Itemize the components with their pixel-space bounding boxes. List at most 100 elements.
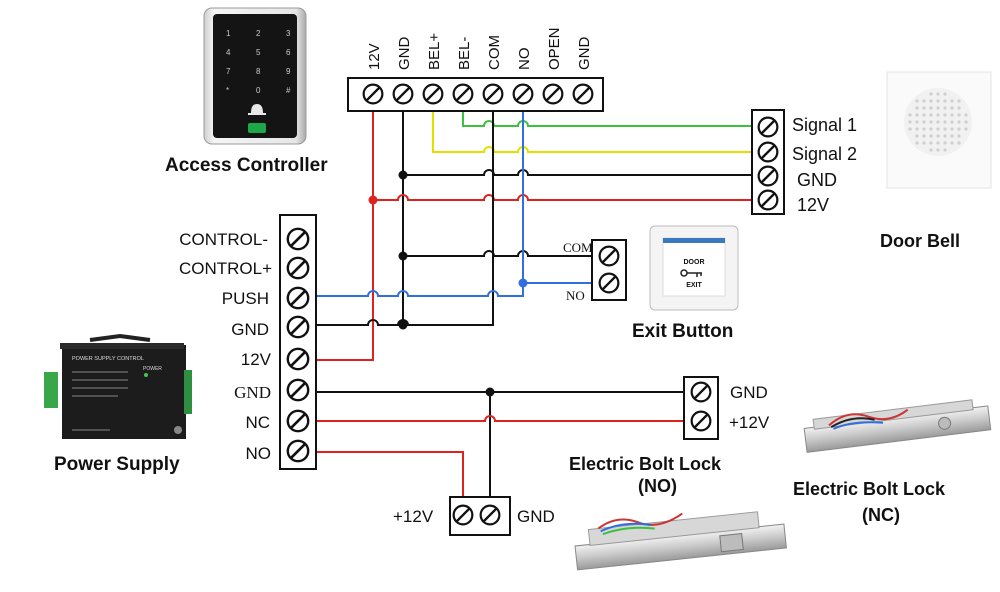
key-label: * xyxy=(226,86,229,95)
speaker-hole xyxy=(915,127,919,131)
speaker-hole xyxy=(922,127,926,131)
speaker-hole xyxy=(943,113,947,117)
screw-icon xyxy=(757,165,779,187)
speaker-hole xyxy=(950,134,954,138)
speaker-hole xyxy=(929,92,933,96)
speaker-hole xyxy=(950,113,954,117)
speaker-hole xyxy=(964,113,968,117)
exit-button-terminal-block: COM NO xyxy=(563,239,627,303)
speaker-hole xyxy=(957,113,961,117)
speaker-hole xyxy=(943,99,947,103)
key-label: # xyxy=(286,86,291,95)
screw-icon xyxy=(479,504,501,526)
speaker-hole xyxy=(908,113,912,117)
speaker-hole xyxy=(936,120,940,124)
speaker-hole xyxy=(929,113,933,117)
screw-icon xyxy=(512,83,534,105)
power-supply-device: POWER SUPPLY CONTROL POWER xyxy=(44,333,192,439)
screw-icon xyxy=(286,227,310,251)
lock-no-device xyxy=(574,511,787,571)
wire-gnd-doorbell xyxy=(403,169,752,176)
psu-label-gnd: GND xyxy=(231,320,269,339)
speaker-hole xyxy=(922,113,926,117)
speaker-hole xyxy=(957,99,961,103)
speaker-hole xyxy=(915,120,919,124)
terminal-label-com: COM xyxy=(486,35,503,70)
screw-icon xyxy=(362,83,384,105)
screw-icon xyxy=(286,439,310,463)
lock-no-label-gnd: GND xyxy=(517,507,555,526)
doorbell-label-gnd: GND xyxy=(797,170,837,190)
screw-icon xyxy=(286,409,310,433)
speaker-hole xyxy=(936,127,940,131)
key-label: 7 xyxy=(226,67,231,76)
wire-psu-no-lock xyxy=(317,451,464,497)
psu-label-control-plus: CONTROL+ xyxy=(179,259,272,278)
wires xyxy=(317,108,752,497)
speaker-hole xyxy=(915,134,919,138)
speaker-hole xyxy=(964,127,968,131)
wire-12v-doorbell xyxy=(373,194,752,201)
terminal-label-bel-plus: BEL+ xyxy=(426,33,443,70)
speaker-hole xyxy=(936,134,940,138)
screw-icon xyxy=(286,315,310,339)
psu-label-gnd-2: GND xyxy=(234,383,271,402)
psu-device-power: POWER xyxy=(143,366,162,372)
access-controller-keypad: 1 2 3 4 5 6 7 8 9 * 0 # xyxy=(203,7,307,145)
lock-no-title-line1: Electric Bolt Lock xyxy=(569,454,722,474)
terminal-label-gnd: GND xyxy=(396,37,413,71)
speaker-hole xyxy=(929,134,933,138)
key-label: 9 xyxy=(286,67,291,76)
key-icon xyxy=(680,269,702,277)
speaker-hole xyxy=(957,141,961,145)
exit-label-no: NO xyxy=(566,288,585,303)
lock-no-label-12v: +12V xyxy=(393,507,434,526)
terminal-label-gnd-2: GND xyxy=(576,37,593,71)
doorbell-label-12v: 12V xyxy=(797,195,829,215)
screw-icon xyxy=(422,83,444,105)
speaker-hole xyxy=(936,99,940,103)
speaker-hole xyxy=(950,120,954,124)
key-label: 8 xyxy=(256,67,261,76)
exit-face-door: DOOR xyxy=(684,259,705,266)
controller-terminal-block: 12V GND BEL+ BEL- COM NO OPEN GND xyxy=(347,27,604,112)
speaker-hole xyxy=(922,99,926,103)
screw-icon xyxy=(598,245,620,267)
key-label: 0 xyxy=(256,86,261,95)
screw-icon xyxy=(452,83,474,105)
psu-label-control-minus: CONTROL- xyxy=(179,230,268,249)
speaker-hole xyxy=(915,113,919,117)
lock-nc-title-line2: (NC) xyxy=(862,505,900,525)
speaker-hole xyxy=(929,106,933,110)
screw-icon xyxy=(757,116,779,138)
speaker-hole xyxy=(929,148,933,152)
doorbell-label-signal2: Signal 2 xyxy=(792,144,857,164)
terminal-label-bel-minus: BEL- xyxy=(456,37,473,70)
speaker-hole xyxy=(950,127,954,131)
lock-no-title-line2: (NO) xyxy=(638,476,677,496)
power-supply-terminal-block: CONTROL- CONTROL+ PUSH GND 12V GND NC NO xyxy=(179,214,317,470)
bell-icon xyxy=(248,104,266,115)
speaker-hole xyxy=(943,92,947,96)
wire-bel-plus-signal2 xyxy=(432,108,752,153)
psu-label-12v: 12V xyxy=(241,350,272,369)
speaker-hole xyxy=(964,120,968,124)
screw-icon xyxy=(690,381,712,403)
screw-icon xyxy=(286,378,310,402)
wire-com-exit xyxy=(403,250,592,257)
lock-nc-label-gnd: GND xyxy=(730,383,768,402)
speaker-hole xyxy=(957,106,961,110)
doorbell-device xyxy=(886,71,992,189)
exit-button-title: Exit Button xyxy=(632,321,733,342)
screw-icon xyxy=(286,286,310,310)
speaker-hole xyxy=(929,127,933,131)
speaker-hole xyxy=(943,134,947,138)
terminal-label-no: NO xyxy=(516,48,533,71)
card-icon xyxy=(248,123,266,133)
screw-icon xyxy=(392,83,414,105)
speaker-hole xyxy=(929,120,933,124)
screw-icon xyxy=(542,83,564,105)
psu-device-label: POWER SUPPLY CONTROL xyxy=(72,356,144,362)
junction-dots xyxy=(368,170,528,397)
